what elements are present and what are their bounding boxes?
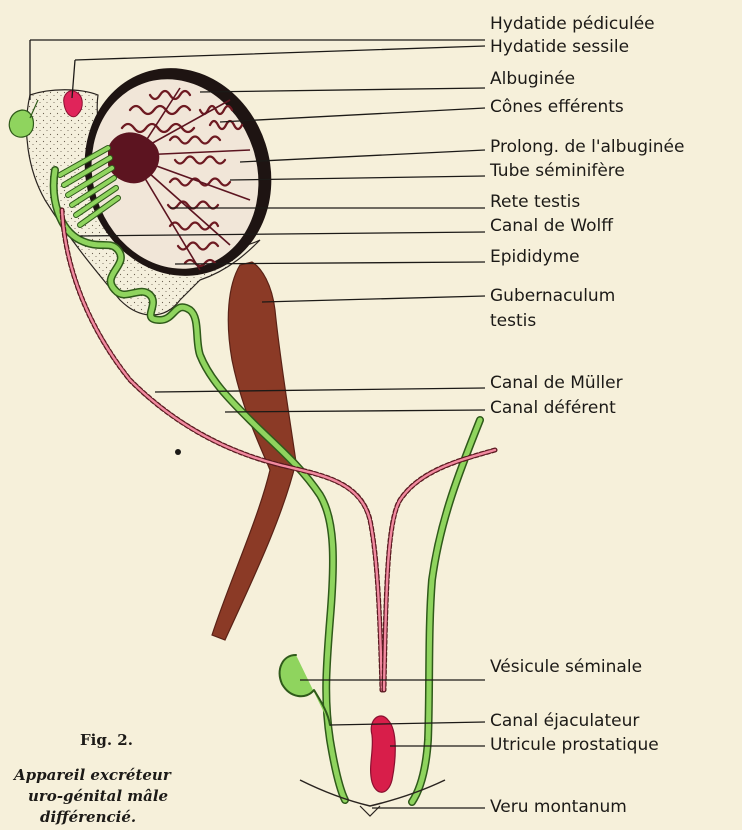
label-hydatide-sessile: Hydatide sessile [490,37,629,57]
label-hydatide-pediculee: Hydatide pédiculée [490,14,655,34]
caption-line-2: uro-génital mâle [28,787,168,805]
label-canal-muller: Canal de Müller [490,373,623,393]
utricule-prostatique [371,716,396,792]
caption-line-1: Appareil excréteur [12,766,172,784]
label-gubernaculum-1: Gubernaculum [490,286,615,306]
label-vesicule-seminale: Vésicule séminale [490,657,642,677]
label-epididyme: Epididyme [490,247,580,267]
label-tube-seminifere: Tube séminifère [489,161,625,181]
label-albuginee: Albuginée [490,69,575,89]
label-canal-deferent: Canal déférent [490,398,616,418]
label-rete-testis: Rete testis [490,192,580,212]
speck [175,449,181,455]
label-veru-montanum: Veru montanum [490,797,627,817]
label-prolong-albuginee: Prolong. de l'albuginée [490,137,684,157]
label-canal-ejaculateur: Canal éjaculateur [490,711,639,731]
label-canal-wolff: Canal de Wolff [490,216,614,236]
label-utricule-prostatique: Utricule prostatique [490,735,659,755]
caption-fig-number: Fig. 2. [80,731,133,749]
label-cones-efferents: Cônes efférents [490,97,624,117]
caption-line-3: différencié. [40,808,136,826]
label-gubernaculum-2: testis [490,311,536,331]
